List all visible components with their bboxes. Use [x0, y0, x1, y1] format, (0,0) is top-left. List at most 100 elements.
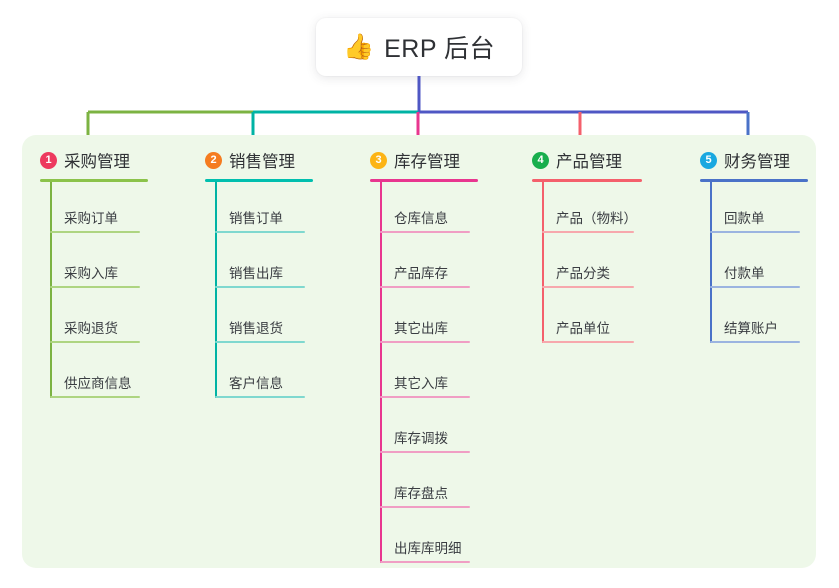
branch-item-label: 销售出库 — [229, 266, 283, 281]
branch-title: 产品管理 — [556, 153, 622, 171]
branch-item-list: 产品（物料） 产品分类产品单位 — [532, 182, 642, 347]
branch-item[interactable]: 结算账户 — [700, 292, 808, 347]
branch-item[interactable]: 产品库存 — [370, 237, 478, 292]
root-node[interactable]: 👍 ERP 后台 — [316, 18, 522, 76]
branch-underline — [40, 179, 148, 182]
branch-item-underline — [710, 231, 800, 233]
branch-item-underline — [50, 396, 140, 398]
branch-column: 2 销售管理销售订单销售出库销售退货客户信息 — [205, 147, 313, 402]
branch-item[interactable]: 采购入库 — [40, 237, 148, 292]
branch-underline — [532, 179, 642, 182]
branch-item[interactable]: 库存盘点 — [370, 457, 478, 512]
branch-header[interactable]: 3 库存管理 — [370, 147, 478, 173]
branch-item-label: 客户信息 — [229, 376, 283, 391]
branch-item[interactable]: 采购退货 — [40, 292, 148, 347]
branch-item-label: 供应商信息 — [64, 376, 132, 391]
branch-column: 1 采购管理采购订单采购入库采购退货供应商信息 — [40, 147, 148, 402]
branch-item-label: 付款单 — [724, 266, 765, 281]
branch-number-badge: 5 — [700, 151, 717, 169]
branch-item[interactable]: 销售退货 — [205, 292, 313, 347]
branch-title: 销售管理 — [229, 153, 295, 171]
branch-item-label: 仓库信息 — [394, 211, 448, 226]
branch-item[interactable]: 产品分类 — [532, 237, 642, 292]
branch-column: 4 产品管理产品（物料） 产品分类产品单位 — [532, 147, 642, 347]
branch-item[interactable]: 产品（物料） — [532, 182, 642, 237]
branch-number-badge: 2 — [205, 151, 222, 169]
branch-spine — [215, 182, 217, 398]
branch-item-underline — [50, 341, 140, 343]
branch-item-underline — [380, 341, 470, 343]
branches-panel — [22, 135, 816, 568]
branch-item[interactable]: 供应商信息 — [40, 347, 148, 402]
branch-item[interactable]: 采购订单 — [40, 182, 148, 237]
branch-item[interactable]: 销售订单 — [205, 182, 313, 237]
branch-item-label: 回款单 — [724, 211, 765, 226]
branch-item-underline — [710, 341, 800, 343]
branch-item-underline — [542, 231, 634, 233]
branch-item-label: 销售订单 — [229, 211, 283, 226]
branch-item-underline — [50, 286, 140, 288]
branch-spine — [542, 182, 544, 343]
branch-header[interactable]: 2 销售管理 — [205, 147, 313, 173]
branch-item-underline — [380, 286, 470, 288]
branch-header[interactable]: 1 采购管理 — [40, 147, 148, 173]
branch-item-underline — [542, 286, 634, 288]
branch-number-badge: 4 — [532, 151, 549, 169]
branch-item-label: 产品单位 — [556, 321, 610, 336]
branch-item-label: 产品分类 — [556, 266, 610, 281]
branch-title: 财务管理 — [724, 153, 790, 171]
branch-item-list: 销售订单销售出库销售退货客户信息 — [205, 182, 313, 402]
branch-spine — [710, 182, 712, 343]
branch-item[interactable]: 仓库信息 — [370, 182, 478, 237]
branch-item-underline — [215, 231, 305, 233]
branch-title: 采购管理 — [64, 153, 130, 171]
branch-item[interactable]: 库存调拨 — [370, 402, 478, 457]
branch-item-underline — [380, 396, 470, 398]
branch-item-list: 回款单付款单结算账户 — [700, 182, 808, 347]
branch-number-badge: 3 — [370, 151, 387, 169]
branch-item-list: 采购订单采购入库采购退货供应商信息 — [40, 182, 148, 402]
branch-item-label: 库存盘点 — [394, 486, 448, 501]
thumbs-up-icon: 👍 — [342, 32, 375, 61]
branch-item-underline — [215, 286, 305, 288]
branch-underline — [370, 179, 478, 182]
branch-item-list: 仓库信息产品库存其它出库其它入库库存调拨库存盘点出库库明细 — [370, 182, 478, 567]
branch-item-label: 结算账户 — [724, 321, 778, 336]
branch-underline — [700, 179, 808, 182]
branch-item-underline — [215, 396, 305, 398]
branch-item[interactable]: 出库库明细 — [370, 512, 478, 567]
branch-item[interactable]: 销售出库 — [205, 237, 313, 292]
branch-item-label: 销售退货 — [229, 321, 283, 336]
root-node-title: ERP 后台 — [384, 35, 496, 63]
branch-underline — [205, 179, 313, 182]
branch-item-label: 产品库存 — [394, 266, 448, 281]
branch-title: 库存管理 — [394, 153, 460, 171]
branch-item-label: 产品（物料） — [556, 211, 637, 226]
branch-item-underline — [50, 231, 140, 233]
branch-item[interactable]: 回款单 — [700, 182, 808, 237]
branch-header[interactable]: 4 产品管理 — [532, 147, 642, 173]
branch-column: 3 库存管理仓库信息产品库存其它出库其它入库库存调拨库存盘点出库库明细 — [370, 147, 478, 567]
branch-item[interactable]: 付款单 — [700, 237, 808, 292]
branch-item-underline — [215, 341, 305, 343]
branch-header[interactable]: 5 财务管理 — [700, 147, 808, 173]
branch-item-label: 采购入库 — [64, 266, 118, 281]
branch-item[interactable]: 其它出库 — [370, 292, 478, 347]
branch-item[interactable]: 其它入库 — [370, 347, 478, 402]
branch-item[interactable]: 产品单位 — [532, 292, 642, 347]
branch-item-label: 出库库明细 — [394, 541, 462, 556]
branch-item-underline — [380, 451, 470, 453]
branch-number-badge: 1 — [40, 151, 57, 169]
branch-column: 5 财务管理回款单付款单结算账户 — [700, 147, 808, 347]
branch-item-underline — [380, 506, 470, 508]
branch-item-underline — [710, 286, 800, 288]
branch-item-underline — [542, 341, 634, 343]
branch-item-label: 其它入库 — [394, 376, 448, 391]
branch-item-label: 库存调拨 — [394, 431, 448, 446]
branch-item-label: 采购退货 — [64, 321, 118, 336]
branch-item-label: 其它出库 — [394, 321, 448, 336]
branch-item-underline — [380, 231, 470, 233]
branch-item[interactable]: 客户信息 — [205, 347, 313, 402]
branch-spine — [380, 182, 382, 563]
